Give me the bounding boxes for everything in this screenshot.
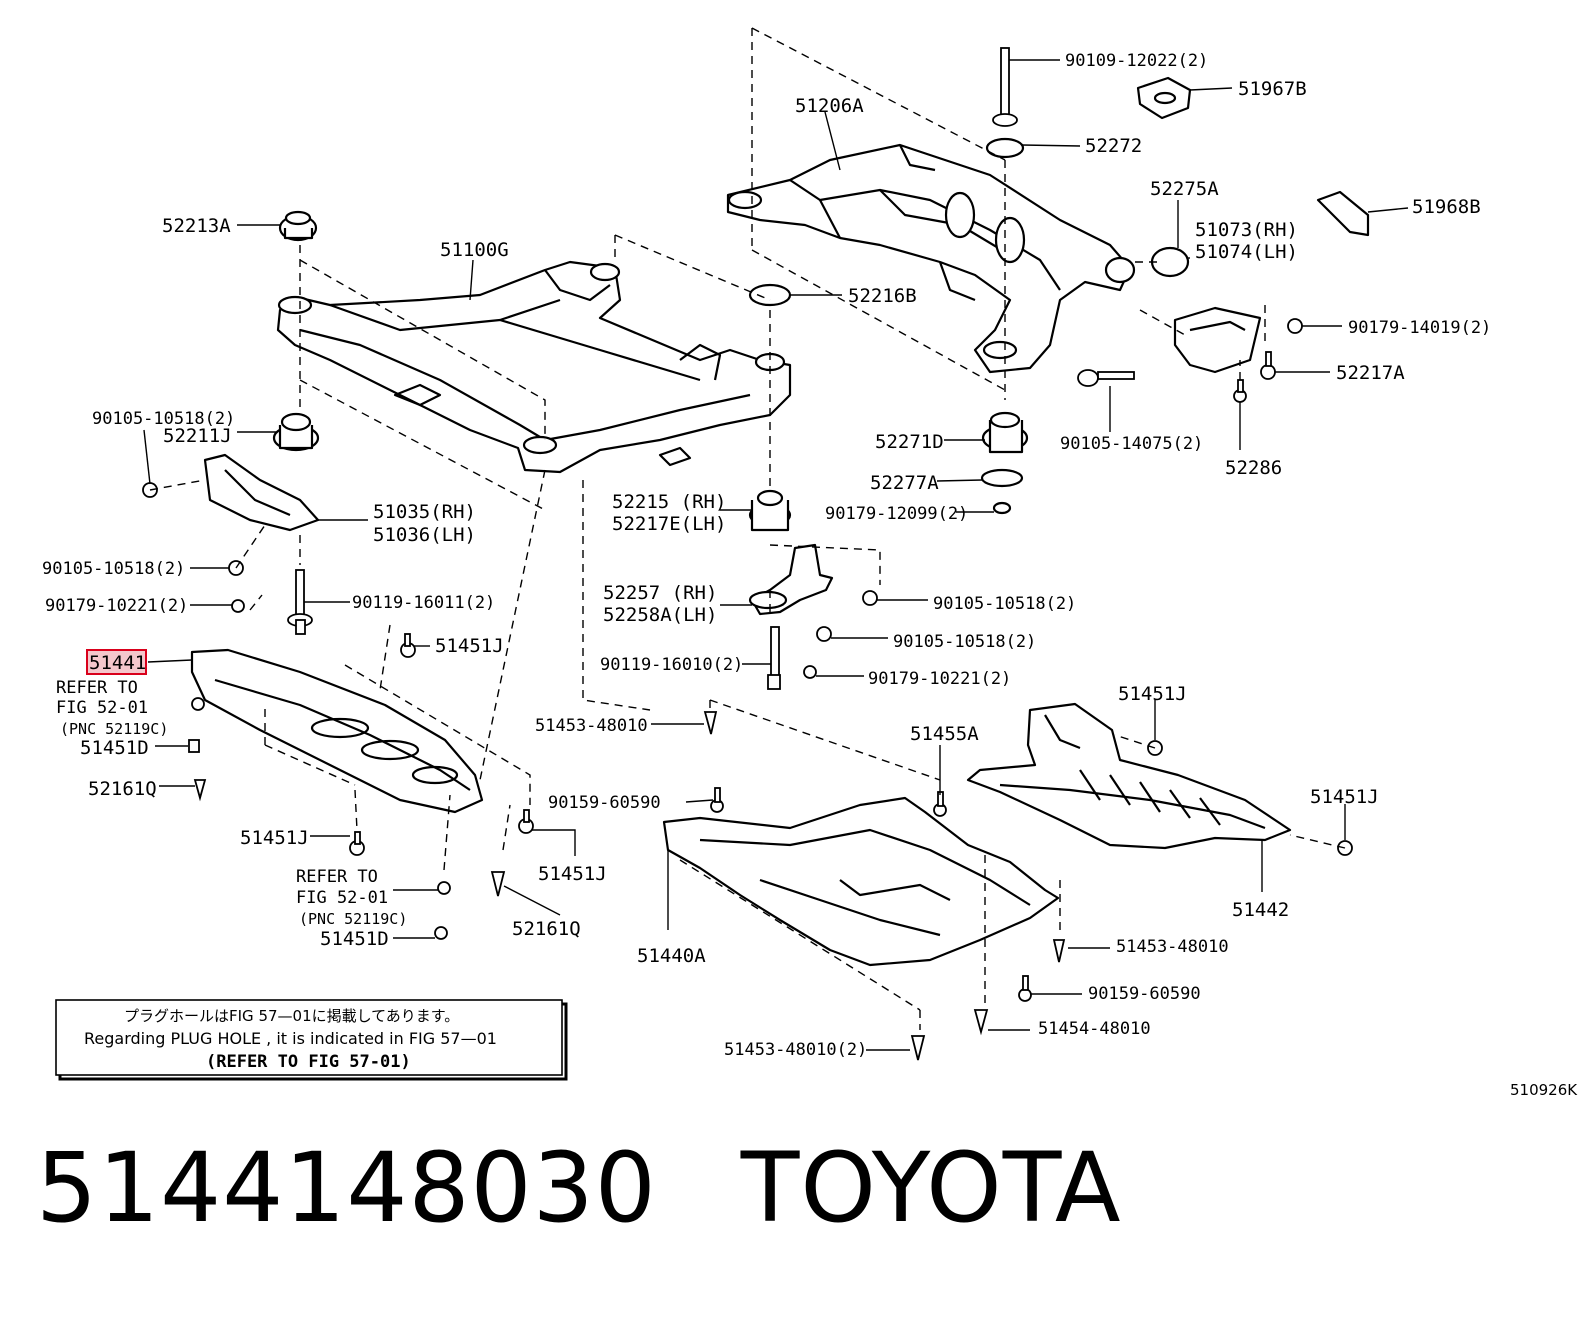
brand-name: TOYOTA — [740, 1132, 1122, 1244]
rear-under-cover-51442-drawing — [966, 702, 1292, 850]
callout-51036: 51036(LH) — [373, 524, 476, 546]
callout-51451J-a: 51451J — [435, 635, 504, 657]
refer-b-line2: FIG 52-01 — [296, 888, 388, 908]
callout-52211J: 52211J — [163, 425, 232, 447]
callout-52275A: 52275A — [1150, 178, 1219, 200]
plug-hole-note: プラグホールはFIG 57—01に掲載してあります。 Regarding PLU… — [55, 999, 568, 1081]
refer-b-line3: (PNC 52119C) — [299, 910, 407, 928]
callout-90159-60590-a: 90159-60590 — [548, 793, 661, 813]
callout-51451J-d: 51451J — [240, 827, 309, 849]
callout-90105-14075: 90105-14075(2) — [1060, 434, 1203, 454]
callout-90179-12099: 90179-12099(2) — [825, 504, 968, 524]
callout-52216B: 52216B — [848, 285, 917, 307]
callout-90119-16010: 90119-16010(2) — [600, 655, 743, 675]
callout-51453-48010-b: 51453-48010 — [1116, 937, 1229, 957]
part-number: 5144148030 — [36, 1132, 657, 1244]
callout-90105-10518-d: 90105-10518(2) — [893, 632, 1036, 652]
callout-51074: 51074(LH) — [1195, 241, 1298, 263]
callout-51451J-b: 51451J — [1118, 683, 1187, 705]
fasteners — [142, 47, 1353, 1061]
callout-51453-48010-c: 51453-48010(2) — [724, 1040, 867, 1060]
callout-51451D-b: 51451D — [320, 928, 389, 950]
callout-51451J-e: 51451J — [538, 863, 607, 885]
callout-90159-60590-b: 90159-60590 — [1088, 984, 1201, 1004]
front-subframe-drawing — [276, 260, 792, 474]
callout-51442: 51442 — [1232, 899, 1289, 921]
bracket-drawings — [203, 76, 1370, 616]
callout-52257: 52257 (RH) — [603, 582, 717, 604]
callout-90179-10221-b: 90179-10221(2) — [868, 669, 1011, 689]
callout-51073: 51073(RH) — [1195, 219, 1298, 241]
callout-51206A: 51206A — [795, 95, 864, 117]
callout-52286: 52286 — [1225, 457, 1282, 479]
callout-90105-10518-b: 90105-10518(2) — [42, 559, 185, 579]
diagram-code: 510926K — [1510, 1081, 1578, 1099]
callout-51451J-c: 51451J — [1310, 786, 1379, 808]
callout-51441: 51441 — [89, 652, 146, 674]
refer-a-line1: REFER TO — [56, 678, 138, 698]
callout-51100G: 51100G — [440, 239, 509, 261]
callout-52217E: 52217E(LH) — [612, 513, 726, 535]
callout-52272: 52272 — [1085, 135, 1142, 157]
callout-51451D-a: 51451D — [80, 737, 149, 759]
callout-90105-10518-c: 90105-10518(2) — [933, 594, 1076, 614]
callout-52161Q-a: 52161Q — [88, 778, 157, 800]
leader-lines — [143, 59, 1409, 1051]
callout-52217A: 52217A — [1336, 362, 1405, 384]
callout-51453-48010-a: 51453-48010 — [535, 716, 648, 736]
callout-51035: 51035(RH) — [373, 501, 476, 523]
callout-51967B: 51967B — [1238, 78, 1307, 100]
callout-52271D: 52271D — [875, 431, 944, 453]
callout-51454-48010: 51454-48010 — [1038, 1019, 1151, 1039]
callout-51440A: 51440A — [637, 945, 706, 967]
callout-52258A: 52258A(LH) — [603, 604, 717, 626]
note-line-ref: (REFER TO FIG 57-01) — [206, 1052, 411, 1072]
callout-52213A: 52213A — [162, 215, 231, 237]
highlight-box — [86, 649, 147, 675]
callout-51968B: 51968B — [1412, 196, 1481, 218]
callout-90109-12022: 90109-12022(2) — [1065, 51, 1208, 71]
callout-90179-14019: 90179-14019(2) — [1348, 318, 1491, 338]
rear-subframe-drawing — [726, 143, 1132, 374]
callout-labels: 90109-12022(2) 51967B 51206A 52272 52275… — [42, 51, 1491, 1060]
callout-52161Q-b: 52161Q — [512, 918, 581, 940]
refer-a-line2: FIG 52-01 — [56, 698, 148, 718]
note-line-jp: プラグホールはFIG 57—01に掲載してあります。 — [124, 1007, 459, 1025]
callout-90179-10221-a: 90179-10221(2) — [45, 596, 188, 616]
callout-90105-10518-a: 90105-10518(2) — [92, 409, 235, 429]
callout-52215: 52215 (RH) — [612, 491, 726, 513]
refer-b-line1: REFER TO — [296, 867, 378, 887]
callout-90119-16011: 90119-16011(2) — [352, 593, 495, 613]
engine-under-cover-51441-drawing — [190, 648, 484, 814]
callout-51455A: 51455A — [910, 723, 979, 745]
footer-title: 5144148030 TOYOTA — [36, 1132, 1122, 1244]
assembly-guide-lines — [149, 27, 1346, 1030]
mount-bushings — [272, 137, 1190, 532]
center-under-cover-51440A-drawing — [662, 796, 1060, 967]
callout-52277A: 52277A — [870, 472, 939, 494]
note-line-en: Regarding PLUG HOLE , it is indicated in… — [84, 1029, 497, 1048]
refer-a-line3: (PNC 52119C) — [60, 720, 168, 738]
